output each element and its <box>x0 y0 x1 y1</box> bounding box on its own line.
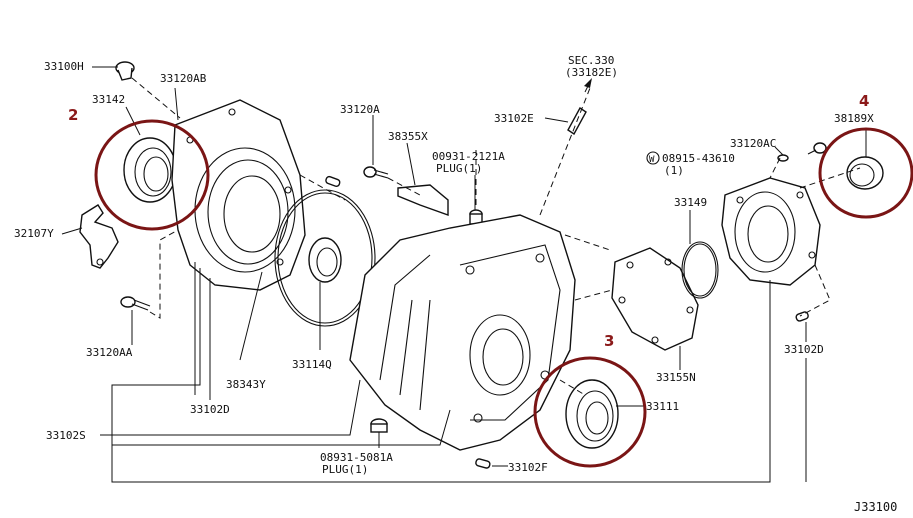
label-33102f: 33102F <box>508 461 548 474</box>
bracket-38355x <box>397 184 449 216</box>
label-33120ab: 33120AB <box>160 72 207 85</box>
label-plug-top: PLUG(1) <box>436 162 482 175</box>
section-arrow <box>584 78 592 93</box>
label-00931-2121a: 00931-2121A <box>432 150 505 163</box>
label-33120a: 33120A <box>340 103 380 116</box>
o-ring-38343y <box>274 189 376 327</box>
oil-seal-33114q <box>308 237 342 283</box>
label-33155n: 33155N <box>656 371 696 384</box>
label-33120aa: 33120AA <box>86 346 133 359</box>
label-33100h: 33100H <box>44 60 84 73</box>
part-labels: 33100H 33120AB 33142 32107Y 33120AA 3834… <box>14 54 897 514</box>
label-08915-43610: 08915-43610 <box>662 152 735 165</box>
bolt-33100h <box>115 61 135 81</box>
bolt-33120aa <box>120 296 151 311</box>
diagram-code: J33100 <box>854 500 897 514</box>
label-38355x: 38355X <box>388 130 428 143</box>
w-symbol: W <box>646 151 660 165</box>
label-33114q: 33114Q <box>292 358 332 371</box>
label-32107y: 32107Y <box>14 227 54 240</box>
callout-number-4: 4 <box>859 92 869 110</box>
dowel-pin <box>325 175 341 188</box>
label-33142: 33142 <box>92 93 125 106</box>
w-symbol-letter: W <box>649 155 655 165</box>
oil-seal-38189x <box>846 156 884 190</box>
bracket-32107y <box>79 204 119 269</box>
oil-seal-33111 <box>565 379 619 449</box>
label-plug-bottom: PLUG(1) <box>322 463 368 476</box>
label-33111: 33111 <box>646 400 679 413</box>
label-38189x: 38189X <box>834 112 874 125</box>
leader-lines <box>61 66 867 483</box>
gasket-33155n <box>611 247 699 351</box>
label-sec-330: SEC.330 <box>568 54 614 67</box>
label-33102d-left: 33102D <box>190 403 230 416</box>
callout-circle-4 <box>818 127 913 219</box>
dowel-33102d-right <box>795 311 809 322</box>
o-ring-33149 <box>681 241 719 299</box>
label-33102d-right: 33102D <box>784 343 824 356</box>
transfer-cover-33102d <box>171 99 306 291</box>
alignment-lines <box>131 77 861 396</box>
label-33120ac: 33120AC <box>730 137 776 150</box>
dowel-33102f <box>475 458 491 469</box>
label-08931-5081a: 08931-5081A <box>320 451 393 464</box>
bolt-33120ac <box>807 142 827 155</box>
callout-numbers: 2 3 4 <box>68 92 869 350</box>
oil-seal-33142 <box>123 137 177 203</box>
transfer-case-33102s <box>349 214 576 451</box>
plug-00931-2121a <box>469 209 483 225</box>
label-33102e: 33102E <box>494 112 534 125</box>
label-qty-1: (1) <box>664 164 684 177</box>
callout-circles <box>94 119 913 468</box>
label-38343y: 38343Y <box>226 378 266 391</box>
callout-circle-2 <box>94 119 210 231</box>
plug-08931-5081a <box>370 418 388 433</box>
callout-number-3: 3 <box>604 332 614 350</box>
label-33102s: 33102S <box>46 429 86 442</box>
callout-number-2: 2 <box>68 106 78 124</box>
label-33149: 33149 <box>674 196 707 209</box>
bolt-33120a <box>363 166 389 179</box>
rear-extension-housing <box>721 177 821 286</box>
label-sec-33182e: (33182E) <box>565 66 618 79</box>
callout-circle-3 <box>533 356 647 468</box>
